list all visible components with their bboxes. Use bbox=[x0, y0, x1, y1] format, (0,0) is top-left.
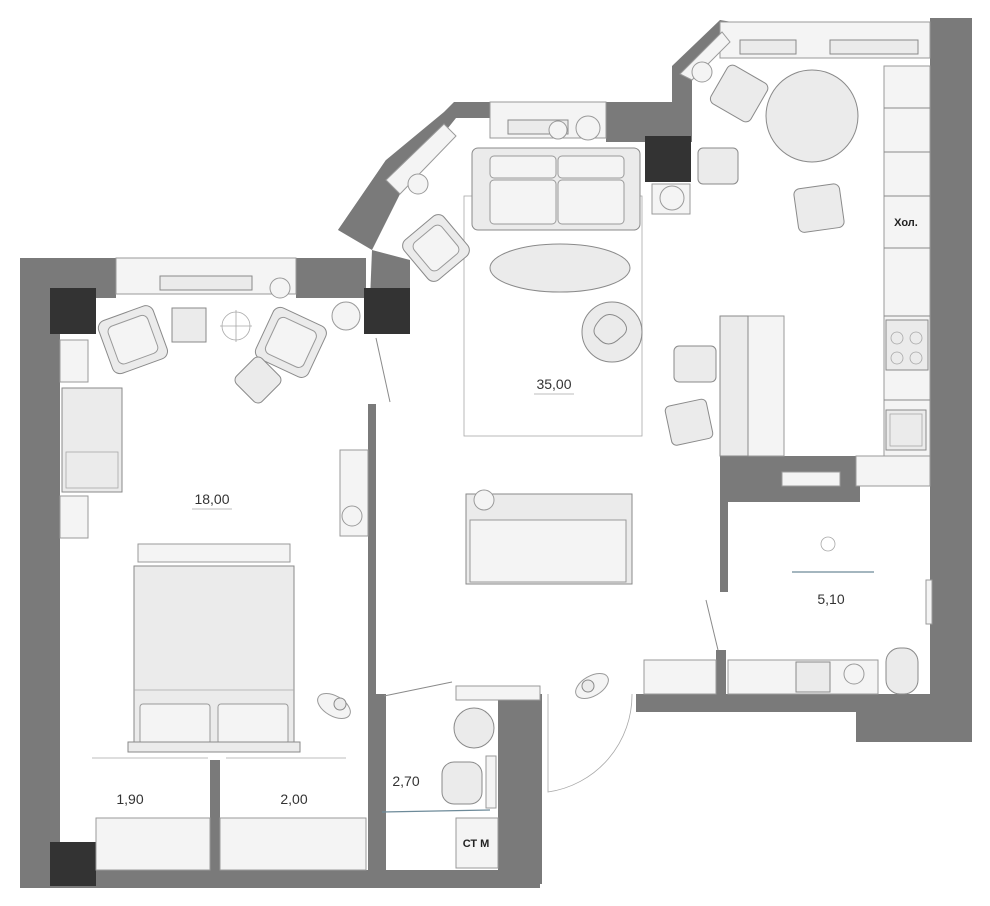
area-living: 35,00 bbox=[536, 376, 571, 392]
area-labels: 35,00 18,00 5,10 2,70 1,90 2,00 Хол. СТ … bbox=[116, 217, 917, 850]
bedroom bbox=[59, 277, 369, 871]
area-wardrobe-right: 2,00 bbox=[280, 791, 307, 807]
kitchen bbox=[664, 61, 931, 487]
area-bathroom: 5,10 bbox=[817, 591, 844, 607]
doors bbox=[375, 337, 719, 793]
area-wardrobe-left: 1,90 bbox=[116, 791, 143, 807]
hall-wardrobe bbox=[465, 489, 633, 585]
area-wc: 2,70 bbox=[392, 773, 419, 789]
wc bbox=[381, 685, 541, 869]
human-figures bbox=[317, 673, 609, 719]
structural-columns bbox=[50, 136, 691, 886]
bathroom bbox=[643, 536, 933, 695]
fridge-label: Хол. bbox=[894, 217, 918, 229]
area-bedroom: 18,00 bbox=[194, 491, 229, 507]
living-room bbox=[331, 115, 691, 437]
washer-label: СТ М bbox=[463, 838, 490, 850]
